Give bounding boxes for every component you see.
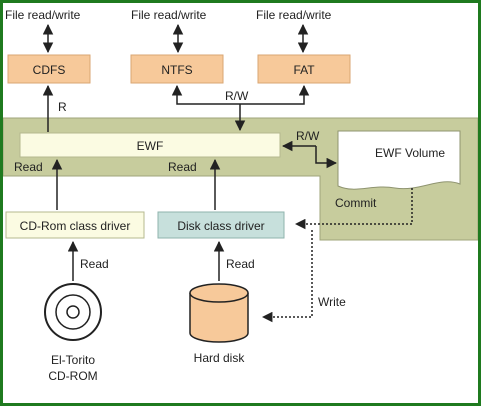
cdrom-driver-box	[5, 211, 145, 239]
fat-label: FAT	[293, 63, 315, 77]
cdrom-icon	[44, 283, 102, 341]
write-label: Write	[318, 295, 346, 309]
ntfs-label: NTFS	[161, 63, 192, 77]
harddisk-label: Hard disk	[194, 351, 246, 365]
file-rw-label-cdfs: File read/write	[5, 8, 81, 22]
rw-label-volume: R/W	[296, 129, 320, 143]
ewf-label: EWF	[137, 139, 164, 153]
rw-label-fs: R/W	[225, 89, 249, 103]
cdrom-driver-label: CD-Rom class driver	[20, 219, 131, 233]
cdfs-label: CDFS	[33, 63, 66, 77]
read-label-mid: Read	[168, 160, 197, 174]
disk-driver-box	[157, 211, 285, 239]
ewf-volume-label: EWF Volume	[375, 146, 445, 160]
read-label-left: Read	[14, 160, 43, 174]
write-path	[261, 230, 313, 323]
fat-box	[257, 54, 351, 84]
file-rw-label-fat: File read/write	[256, 8, 332, 22]
ntfs-box	[130, 54, 224, 84]
read-label-disk: Read	[226, 257, 255, 271]
commit-label: Commit	[335, 196, 377, 210]
ewf-box	[19, 132, 281, 158]
read-label-cd: Read	[80, 257, 109, 271]
r-label: R	[58, 100, 67, 114]
arrow-ewf-volume	[315, 146, 338, 169]
cdfs-box	[7, 54, 91, 84]
commit-path	[294, 188, 413, 230]
harddisk-icon	[189, 283, 249, 343]
disk-driver-label: Disk class driver	[177, 219, 264, 233]
ewf-volume-shape	[337, 130, 461, 190]
cdrom-label-line2: CD-ROM	[48, 369, 97, 383]
cdrom-label-line1: El-Torito	[51, 353, 95, 367]
diagram-canvas: File read/write File read/write File rea…	[3, 8, 478, 383]
file-rw-label-ntfs: File read/write	[131, 8, 207, 22]
